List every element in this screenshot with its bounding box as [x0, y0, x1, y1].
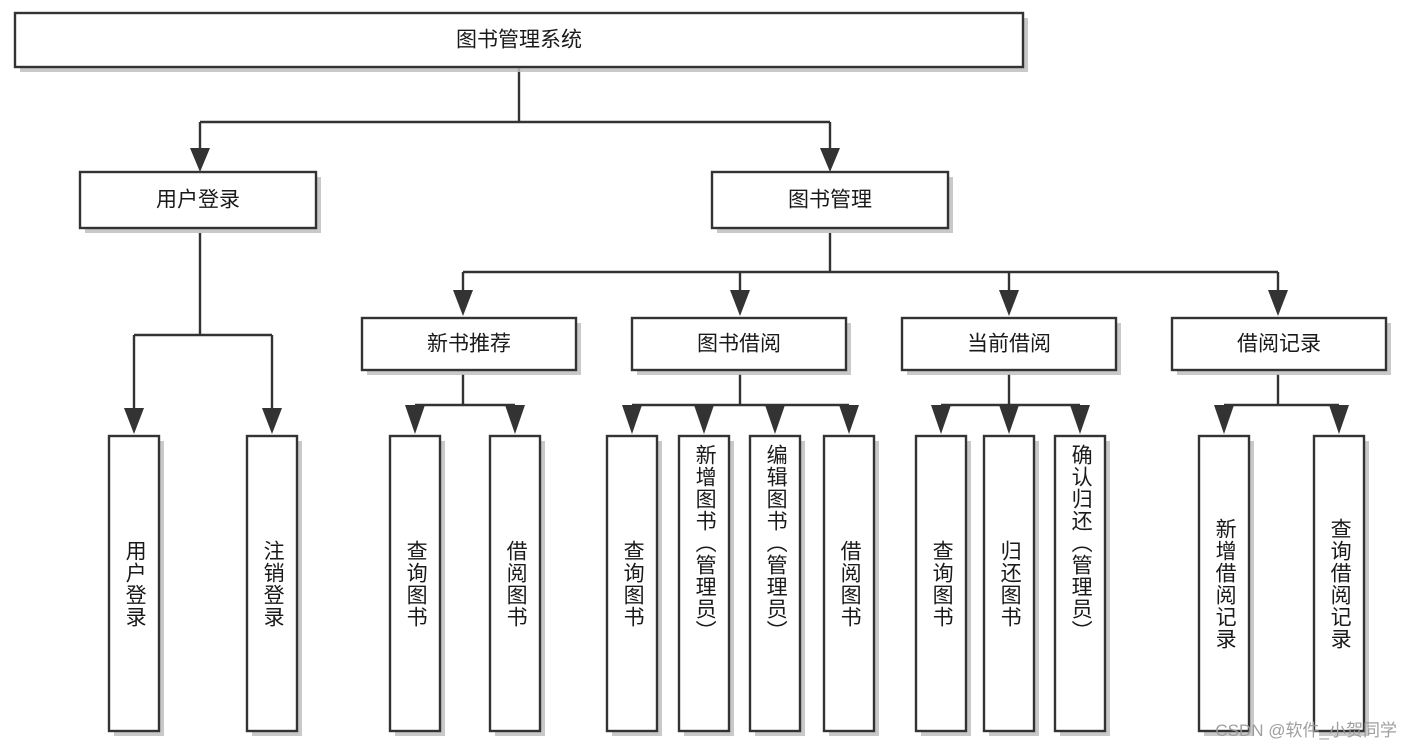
arrow-borrowrecord-child2 [1329, 405, 1349, 434]
leaf-cb-query-box[interactable] [914, 434, 968, 733]
arrow-currentborrow-child3 [1070, 405, 1090, 434]
borrow-record-box [1170, 316, 1388, 372]
arrow-currentborrow-child1 [931, 405, 951, 434]
leaf-boxes-group [107, 434, 1369, 736]
leaf-bb-add-box[interactable] [677, 434, 731, 733]
edges-group [124, 67, 1349, 434]
new-book-box [360, 316, 578, 372]
node-current-borrow[interactable]: 当前借阅 [900, 316, 1121, 375]
arrow-bookborrow-child3 [765, 405, 785, 434]
arrow-bookborrow-child2 [694, 405, 714, 434]
leaf-bb-borrow-box[interactable] [822, 434, 876, 733]
csdn-watermark: CSDN @软件_小贺同学 [1215, 721, 1397, 740]
arrow-currentborrow-child2 [999, 405, 1019, 434]
arrow-to-book-borrow [730, 290, 750, 316]
current-borrow-label: 当前借阅 [967, 333, 1051, 356]
arrow-to-borrow-record [1268, 290, 1288, 316]
arrow-to-new-book [453, 290, 473, 316]
leaf-br-query-box[interactable] [1312, 434, 1366, 733]
arrow-newbook-child2 [505, 405, 525, 434]
arrow-newbook-child1 [405, 405, 425, 434]
user-login-label: 用户登录 [156, 189, 240, 212]
leaf-user-login-box[interactable] [107, 434, 161, 733]
arrow-bookborrow-child4 [839, 405, 859, 434]
arrow-userlogin-child1 [124, 408, 144, 434]
borrow-record-label: 借阅记录 [1237, 333, 1321, 356]
node-new-book-recommend[interactable]: 新书推荐 [360, 316, 581, 375]
book-borrow-label: 图书借阅 [697, 333, 781, 356]
leaf-nb-borrow-box[interactable] [488, 434, 542, 733]
node-root[interactable]: 图书管理系统 [13, 11, 1028, 72]
leaf-bb-edit-box[interactable] [748, 434, 802, 733]
arrow-to-user-login [190, 148, 210, 172]
node-book-borrow[interactable]: 图书借阅 [630, 316, 851, 375]
arrow-bookborrow-child1 [622, 405, 642, 434]
node-user-login[interactable]: 用户登录 [78, 170, 321, 233]
leaf-cb-return-box[interactable] [982, 434, 1036, 733]
root-label: 图书管理系统 [456, 29, 582, 52]
node-borrow-record[interactable]: 借阅记录 [1170, 316, 1391, 375]
book-borrow-box [630, 316, 848, 372]
arrow-userlogin-child2 [262, 408, 282, 434]
user-login-box [78, 170, 318, 230]
leaf-nb-query-box[interactable] [388, 434, 442, 733]
book-management-label: 图书管理 [788, 189, 872, 212]
leaf-bb-query-box[interactable] [605, 434, 659, 733]
leaf-br-add-box[interactable] [1197, 434, 1251, 733]
leaf-logout-box[interactable] [245, 434, 299, 733]
node-book-management[interactable]: 图书管理 [710, 170, 953, 233]
root-box [13, 11, 1025, 69]
book-management-box [710, 170, 950, 230]
arrow-borrowrecord-child1 [1214, 405, 1234, 434]
leaf-cb-confirm-box[interactable] [1053, 434, 1107, 733]
current-borrow-box [900, 316, 1118, 372]
arrow-to-book-mgmt [820, 148, 840, 172]
arrow-to-current-borrow [999, 290, 1019, 316]
new-book-label: 新书推荐 [427, 333, 511, 356]
